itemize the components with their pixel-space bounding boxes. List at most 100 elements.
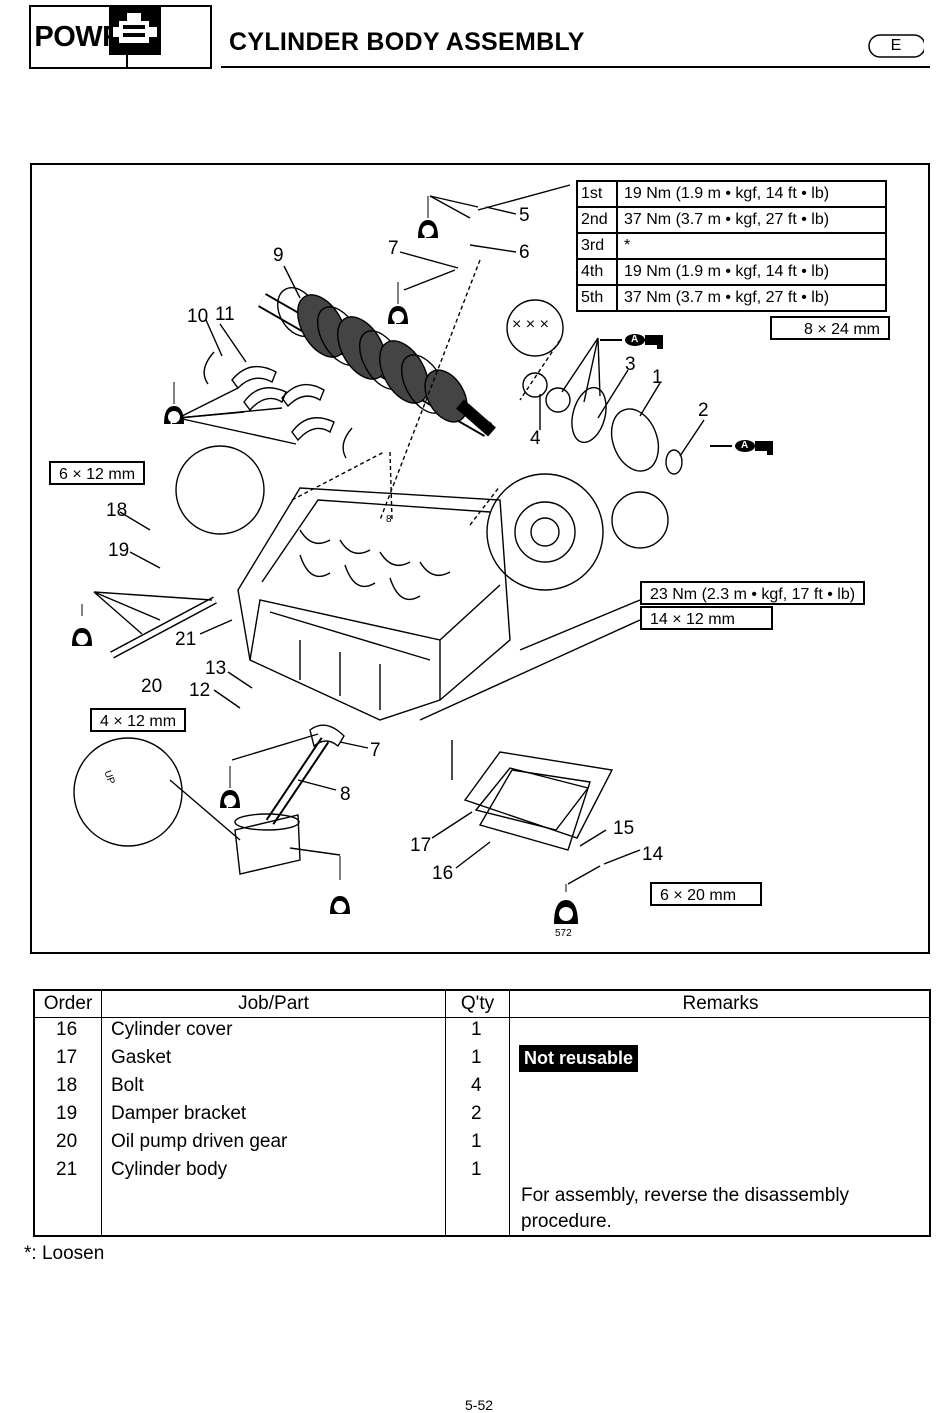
lubricant-e-markers — [72, 196, 578, 924]
bearing-marks: × × × — [512, 316, 549, 333]
engine-block-icon — [109, 7, 161, 55]
page-title: CYLINDER BODY ASSEMBLY — [229, 28, 585, 56]
row-order: 20 — [56, 1131, 78, 1152]
torque-order: 2nd — [576, 206, 618, 234]
lubricant-e-label: E — [424, 232, 431, 243]
grease-a-label: A — [741, 440, 749, 451]
spec-bolt-6x12: 6 × 12 mm — [49, 461, 146, 485]
not-reusable-badge: Not reusable — [519, 1045, 639, 1072]
header-qty: Q'ty — [460, 993, 495, 1014]
column-divider — [445, 991, 446, 1235]
callout-15: 15 — [613, 818, 635, 839]
torque-order: 4th — [576, 258, 618, 286]
language-badge: E — [868, 34, 924, 58]
spec-bolt-14x12: 14 × 12 mm — [640, 606, 773, 630]
grease-a-label: A — [631, 334, 639, 345]
torque-value: 19 Nm (1.9 m • kgf, 14 ft • lb) — [616, 180, 887, 208]
crankshaft-illustration — [258, 287, 496, 437]
row-job: Cylinder body — [111, 1159, 228, 1180]
callout-11: 11 — [215, 304, 235, 325]
row-order: 18 — [56, 1075, 78, 1096]
row-job: Damper bracket — [111, 1103, 247, 1124]
header-order: Order — [43, 993, 93, 1014]
cylinder-block-illustration — [237, 487, 511, 721]
row-qty: 1 — [471, 1159, 482, 1180]
callout-12: 12 — [189, 680, 211, 701]
row-order: 21 — [56, 1159, 78, 1180]
row-qty: 1 — [471, 1047, 482, 1068]
header-job-part: Job/Part — [238, 993, 309, 1014]
torque-order: 5th — [576, 284, 618, 312]
callout-1: 1 — [652, 367, 663, 388]
row-order: 17 — [56, 1047, 78, 1068]
callout-13: 13 — [205, 658, 227, 679]
header-rule — [35, 1017, 929, 1018]
page-number: 5-52 — [465, 1397, 494, 1413]
callout-9: 9 — [273, 245, 284, 266]
callout-6: 6 — [519, 242, 530, 263]
callout-14: 14 — [642, 844, 664, 865]
bearing-shell — [231, 365, 277, 390]
spec-torque-23: 23 Nm (2.3 m • kgf, 17 ft • lb) — [640, 581, 866, 605]
callout-7: 7 — [388, 238, 399, 259]
row-job: Oil pump driven gear — [111, 1131, 288, 1152]
spec-bolt-4x12: 4 × 12 mm — [90, 708, 187, 732]
section-tab: POWR — [29, 5, 212, 69]
torque-order: 1st — [576, 180, 618, 208]
torque-value: * — [616, 232, 887, 260]
callout-7: 7 — [370, 740, 381, 761]
row-order: 16 — [56, 1019, 78, 1040]
callout-16: 16 — [432, 863, 454, 884]
lubricant-e-label: E — [170, 418, 177, 429]
callout-5: 5 — [519, 205, 530, 226]
callout-2: 2 — [698, 400, 709, 421]
title-rule — [221, 66, 930, 68]
lubricant-e-label: E — [226, 802, 233, 813]
language-badge-label: E — [890, 37, 902, 54]
callout-8: 8 — [340, 784, 351, 805]
callout-20: 20 — [141, 676, 163, 697]
spec-bolt-8x24: 8 × 24 mm — [770, 316, 890, 340]
exploded-diagram-frame — [30, 163, 930, 954]
row-qty: 1 — [471, 1019, 482, 1040]
torque-order: 3rd — [576, 232, 618, 260]
locktite-code: 572 — [555, 928, 572, 939]
row-job: Bolt — [111, 1075, 144, 1096]
callout-19: 19 — [108, 540, 130, 561]
assembly-remark: For assembly, reverse the disassembly pr… — [521, 1185, 850, 1232]
torque-value: 37 Nm (3.7 m • kgf, 27 ft • lb) — [616, 284, 887, 312]
row-qty: 4 — [471, 1075, 482, 1096]
callout-3: 3 — [625, 354, 636, 375]
row-qty: 2 — [471, 1103, 482, 1124]
column-divider — [509, 991, 510, 1235]
torque-value: 37 Nm (3.7 m • kgf, 27 ft • lb) — [616, 206, 887, 234]
row-job: Gasket — [111, 1047, 172, 1068]
row-qty: 1 — [471, 1131, 482, 1152]
column-divider — [101, 991, 102, 1235]
grease-gun-a-markers — [600, 334, 773, 455]
lubricant-e-label: E — [394, 318, 401, 329]
callout-21: 21 — [175, 629, 197, 650]
job-part-table: Order Job/Part Q'ty Remarks — [33, 989, 931, 1237]
callout-4: 4 — [530, 428, 541, 449]
callout-18: 18 — [106, 500, 128, 521]
figure-id: 8 — [386, 514, 392, 525]
lubricant-e-label: E — [336, 900, 343, 911]
torque-value: 19 Nm (1.9 m • kgf, 14 ft • lb) — [616, 258, 887, 286]
header-remarks: Remarks — [682, 993, 759, 1014]
row-order: 19 — [56, 1103, 78, 1124]
row-job: Cylinder cover — [111, 1019, 233, 1040]
oval-badge-icon — [868, 34, 924, 58]
spec-bolt-6x20: 6 × 20 mm — [650, 882, 762, 906]
callout-17: 17 — [410, 835, 432, 856]
callout-10: 10 — [187, 306, 209, 327]
section-code: POWR — [31, 7, 128, 67]
lubricant-e-label: E — [78, 632, 85, 643]
locktite-label: LT — [560, 908, 572, 919]
